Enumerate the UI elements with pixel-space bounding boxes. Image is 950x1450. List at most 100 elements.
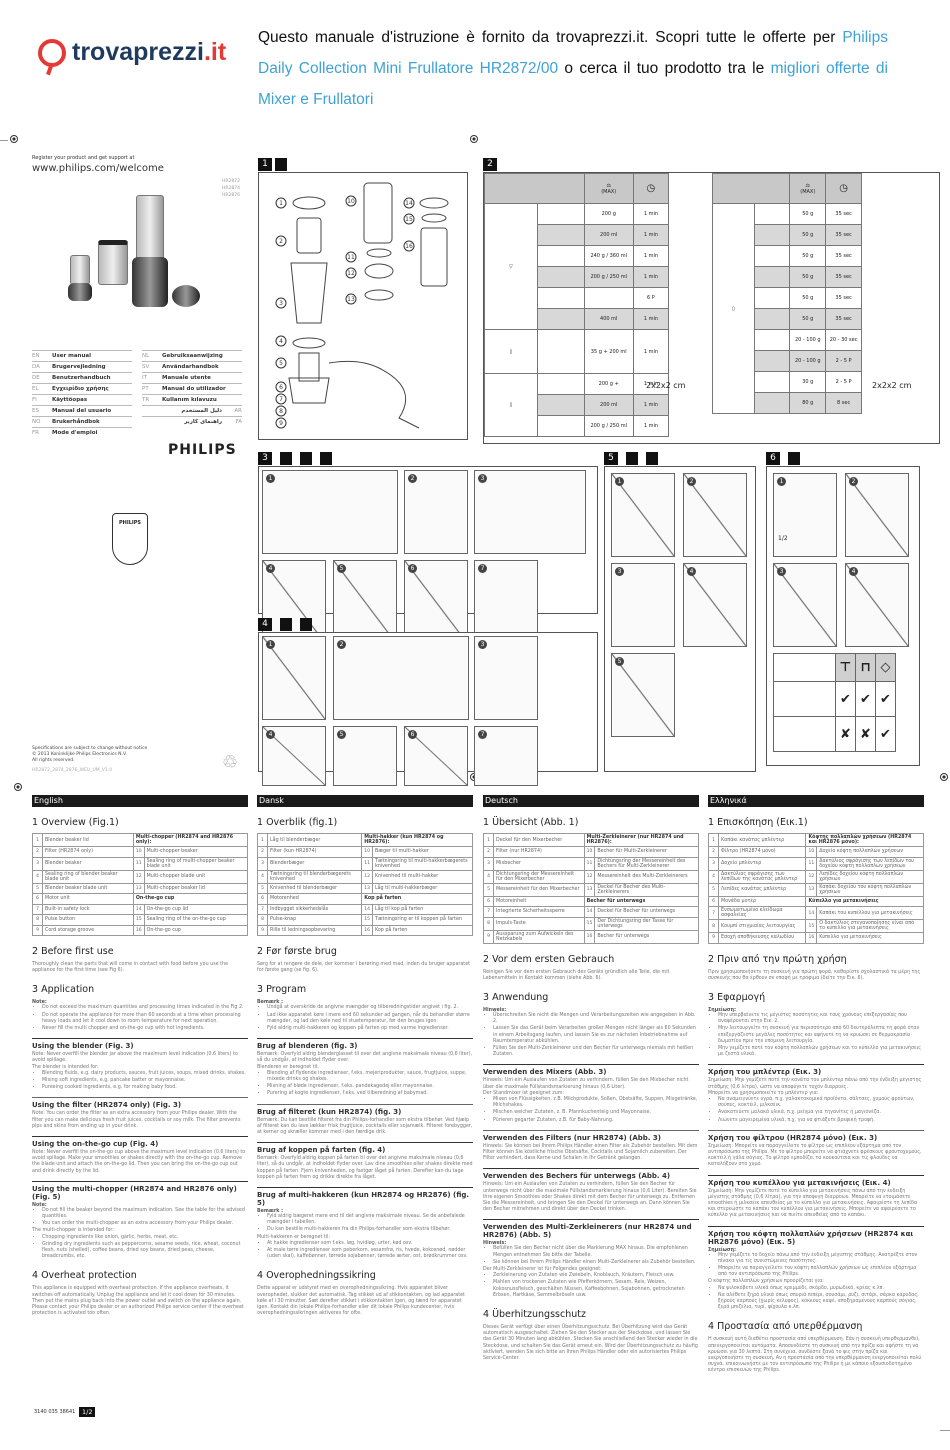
fig6-step-3: 3	[773, 563, 837, 647]
registration-mark-icon	[10, 135, 18, 143]
vegetable-icon	[646, 452, 658, 465]
cube-size-label: 2x2x2 cm	[646, 381, 686, 390]
fig6-step-4: 4	[845, 563, 909, 647]
trovaprezzi-banner: trovaprezzi.it Questo manuale d'istruzio…	[0, 0, 950, 120]
blade-icon	[320, 452, 332, 465]
fig3-step-3: 3	[474, 470, 586, 554]
on-the-go-cup-icon	[280, 618, 292, 631]
spec-notice: Specifications are subject to change wit…	[32, 746, 148, 773]
fig5-label: 5	[604, 452, 618, 465]
crop-mark	[940, 1430, 950, 1431]
fig5-step-5: 5	[611, 653, 675, 737]
fig1-label: 1	[258, 158, 272, 171]
svg-text:1: 1	[279, 200, 283, 207]
svg-text:10: 10	[347, 198, 355, 205]
registration-mark-icon	[940, 773, 948, 781]
language-header: Ελληνικά	[708, 795, 924, 807]
filter-illustration: ▯	[484, 329, 538, 374]
model-list: HR2872 HR2874 HR2876	[222, 179, 240, 198]
language-header: Deutsch	[483, 795, 699, 807]
philips-wordmark: PHILIPS	[168, 442, 237, 458]
product-link[interactable]: Philips Daily Collection Mini Frullatore…	[258, 29, 888, 77]
page-indicator: 1/2	[79, 1407, 96, 1417]
svg-text:2: 2	[279, 238, 283, 245]
fig5-step-2: 2	[683, 473, 747, 557]
fig4-step-4: 4	[262, 726, 326, 786]
timer-icon: ◷	[839, 183, 848, 194]
blender-icon	[280, 452, 292, 465]
philips-shield-icon: PHILIPS	[112, 513, 148, 565]
register-text: Register your product and get support at	[32, 155, 135, 161]
weight-icon: ⚖	[606, 182, 611, 189]
on-the-go-cup-illustration: ▯	[484, 373, 538, 437]
blender-beaker-image	[98, 240, 128, 285]
chopper-icon	[626, 452, 638, 465]
fig4-step-5: 5	[333, 726, 397, 786]
svg-text:15: 15	[405, 216, 413, 223]
fig4-step-6: 6	[404, 726, 468, 786]
chopper-image	[172, 285, 200, 307]
fig5-chopper-steps: 1 2 3 4 5	[604, 466, 756, 772]
svg-text:16: 16	[405, 243, 413, 250]
language-header: English	[32, 795, 248, 807]
motor-unit-illustration	[773, 716, 836, 752]
section-title: 1 Overview (Fig.1)	[32, 817, 119, 828]
intro-paragraph: Questo manuale d'istruzione è fornito da…	[258, 29, 889, 108]
fig4-step-1: 1	[262, 636, 326, 720]
fig4-cup-steps: 1 2 3 4 5 6 7	[258, 632, 598, 786]
fig3-step-5: 5	[333, 560, 397, 644]
motor-unit-image	[132, 257, 168, 307]
fig3-step-6: 6	[404, 560, 468, 644]
crop-mark	[0, 140, 8, 141]
box-contents-icon	[275, 158, 287, 171]
svg-text:9: 9	[279, 420, 283, 427]
cloth-icon: ◇	[875, 653, 896, 682]
svg-text:13: 13	[347, 296, 355, 303]
recycle-icon: ♲	[222, 752, 239, 773]
fig4-step-2: 2	[333, 636, 469, 720]
fig2-label: 2	[483, 158, 497, 171]
fig6-step-2: 2	[845, 473, 909, 557]
svg-text:3: 3	[279, 300, 283, 307]
svg-text:6: 6	[279, 384, 283, 391]
fig4-step-3: 3	[474, 636, 538, 720]
document-number: 3140 035 38641	[34, 1409, 76, 1415]
fig3-step-7: 7	[474, 560, 538, 644]
fig4-label: 4	[258, 618, 272, 631]
trovaprezzi-logo[interactable]: trovaprezzi.it	[38, 38, 226, 67]
category-link[interactable]: migliori offerte di Mixer e Frullatori	[258, 60, 889, 108]
svg-text:8: 8	[279, 408, 283, 415]
blade-icon	[300, 618, 312, 631]
filter-icon	[300, 452, 312, 465]
product-photo	[60, 195, 220, 325]
registration-mark-icon	[14, 783, 22, 791]
svg-text:7: 7	[279, 396, 283, 403]
language-header: Dansk	[257, 795, 473, 807]
svg-text:4: 4	[279, 338, 283, 345]
fig3-blender-steps: 1 2 3 4 5 6 7	[258, 466, 598, 644]
magnifier-euro-icon	[38, 38, 66, 67]
svg-text:11: 11	[347, 254, 355, 261]
cleaning-method-table: ⊤⊓◇ ✔✔✔ ✘✘✔	[773, 653, 896, 752]
fig3-step-4: 4	[262, 560, 326, 644]
fig1-parts-diagram: 1 2 3 4 5 6 7 8 9 10 11 12 13 14 15 16	[258, 172, 468, 440]
welcome-url[interactable]: www.philips.com/welcome	[32, 163, 164, 174]
tap-icon: ⊤	[835, 653, 856, 682]
fig3-step-1: 1	[262, 470, 398, 554]
weight-icon: ⚖	[805, 182, 811, 189]
svg-text:12: 12	[347, 270, 355, 277]
fig5-step-4: 4	[683, 563, 747, 647]
fig5-step-3: 3	[611, 563, 675, 647]
parts-illustration: 1 2 3 4 5 6 7 8 9 10 11 12 13 14 15 16	[275, 182, 449, 429]
